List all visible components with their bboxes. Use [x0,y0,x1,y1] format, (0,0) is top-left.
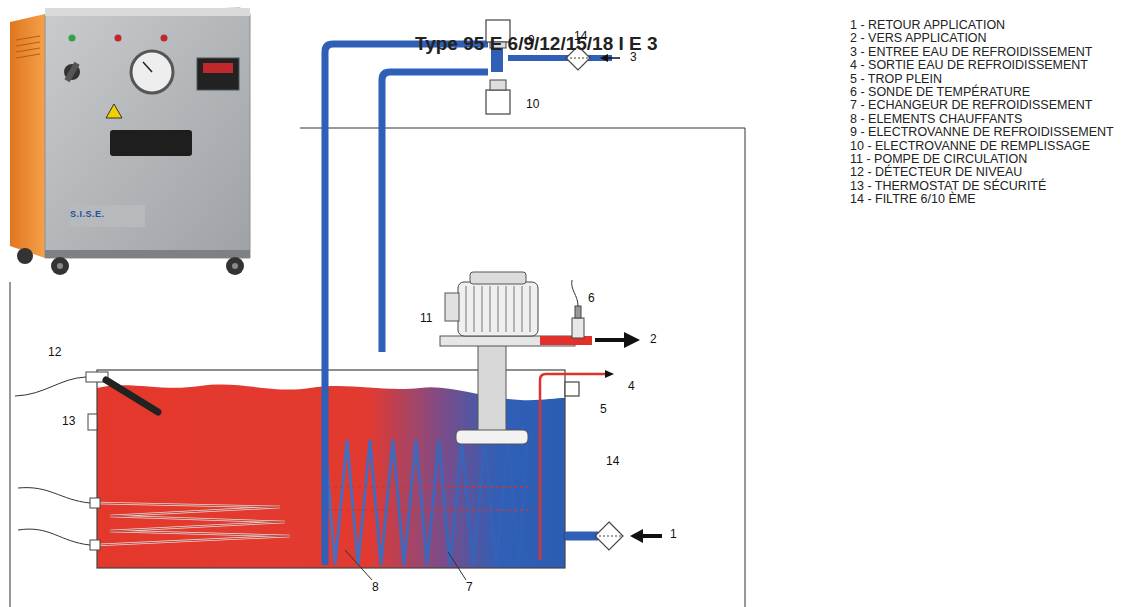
legend-item: 7 - ECHANGEUR DE REFROIDISSEMENT [850,98,1092,112]
callout-number: 5 [600,403,607,417]
callout-number: 14 [606,455,619,469]
legend-item: 4 - SORTIE EAU DE REFROIDISSEMENT [850,58,1088,72]
callout-number: 8 [372,581,379,595]
legend-item: 1 - RETOUR APPLICATION [850,18,1005,32]
callout-number: 2 [650,333,657,347]
legend-item: 2 - VERS APPLICATION [850,31,987,45]
callout-number: 10 [526,98,539,112]
diagram-title: Type 95 E 6/9/12/15/18 I E 3 [415,33,658,55]
legend-item: 10 - ELECTROVANNE DE REMPLISSAGE [850,139,1090,153]
brand-logo: S.I.S.E. [70,209,105,219]
legend-item: 8 - ELEMENTS CHAUFFANTS [850,112,1022,126]
callout-number: 13 [62,415,75,429]
callout-number: 4 [628,380,635,394]
legend-item: 14 - FILTRE 6/10 ÈME [850,192,976,206]
legend-item: 5 - TROP PLEIN [850,72,942,86]
callout-number: 9 [528,34,535,48]
legend-item: 12 - DÉTECTEUR DE NIVEAU [850,165,1022,179]
callout-number: 14 [574,30,587,44]
legend-item: 11 - POMPE DE CIRCULATION [850,152,1027,166]
callout-number: 3 [630,51,637,65]
callout-number: 1 [670,528,677,542]
callout-number: 7 [466,581,473,595]
legend-item: 3 - ENTREE EAU DE REFROIDISSEMENT [850,45,1092,59]
legend-item: 13 - THERMOSTAT DE SÉCURITÉ [850,179,1046,193]
callout-number: 6 [588,292,595,306]
legend-item: 9 - ELECTROVANNE DE REFROIDISSEMENT [850,125,1114,139]
legend-item: 6 - SONDE DE TEMPÉRATURE [850,85,1030,99]
callout-number: 12 [48,346,61,360]
callout-number: 11 [420,312,432,326]
